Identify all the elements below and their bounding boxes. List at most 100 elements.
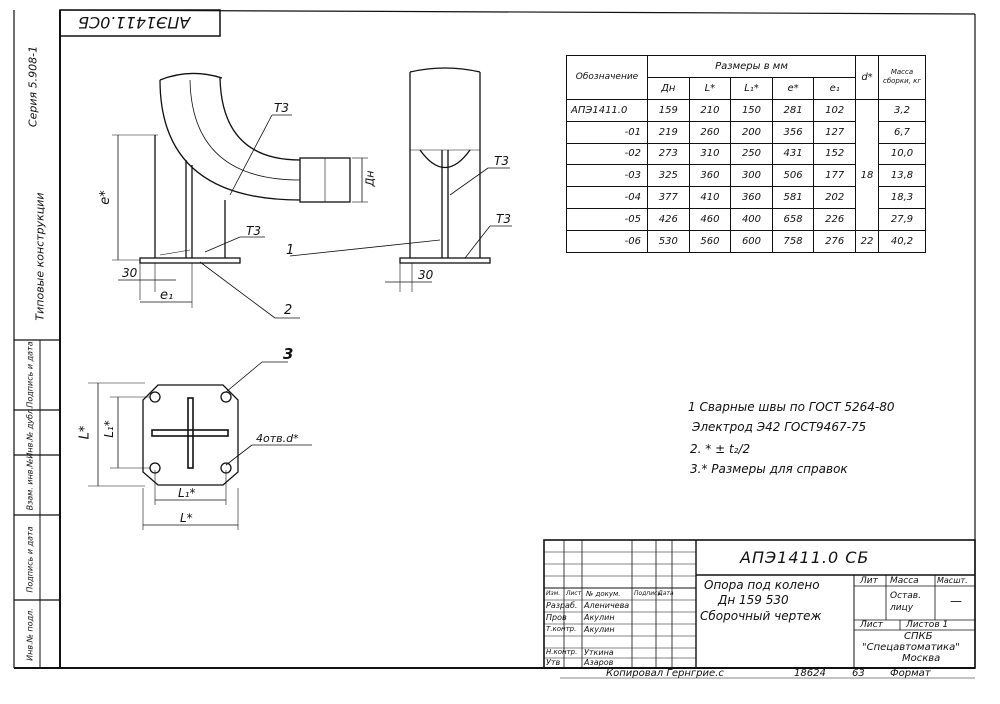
row-mass: 18,3 [878, 186, 926, 210]
row-dn: 159 [647, 98, 690, 122]
row-L: 210 [688, 98, 732, 122]
dim-e1: е₁ [160, 288, 174, 303]
header-dn: Дн [647, 76, 690, 100]
label-t3-side-lower: Т3 [496, 212, 511, 226]
header-e1: е₁ [813, 76, 856, 100]
row-L1: 400 [730, 208, 773, 231]
row-d-merged: 18 [855, 121, 879, 232]
note-1: 1 Сварные швы по ГОСТ 5264-80 [688, 400, 895, 414]
row-dn: 377 [647, 186, 690, 210]
row-e: 356 [771, 120, 815, 144]
header-designation: Обозначение [566, 55, 648, 100]
row-dn: 530 [647, 230, 690, 253]
header-d: d* [855, 55, 879, 100]
row-mass: 3,2 [878, 98, 926, 122]
role-utv: Утв [546, 658, 561, 667]
row-L1: 150 [730, 98, 773, 122]
header-group: Размеры в мм [647, 55, 856, 78]
footer-number: 18624 [794, 668, 826, 679]
table-row: -03 325 360 300 506 177 13,8 [566, 164, 926, 188]
row-L: 560 [688, 230, 732, 253]
row-designation: -04 [566, 186, 648, 210]
row-designation: -05 [566, 208, 648, 231]
row-mass: 10,0 [878, 142, 926, 166]
dimensions-table: Обозначение Размеры в мм d* Масса сборки… [566, 55, 926, 253]
position-2: 2 [284, 303, 293, 318]
tb-header-doc: № докум. [586, 590, 621, 598]
side-view [289, 67, 512, 292]
row-L1: 300 [730, 164, 773, 188]
dim-L-star-horizontal: L* [180, 511, 193, 525]
row-dn: 273 [647, 142, 690, 166]
row-d-last: 22 [855, 230, 879, 253]
note-2: 2. * ± t₂/2 [690, 442, 751, 456]
title-name-3: Сборочный чертеж [700, 609, 822, 623]
row-e1: 226 [813, 208, 856, 231]
row-e1: 102 [813, 98, 856, 122]
footer-sheet-no: 63 [852, 668, 865, 679]
row-L: 460 [688, 208, 732, 231]
dim-e-star: е* [97, 190, 113, 205]
row-designation: -01 [566, 120, 648, 144]
tb-header-sign: Подпись [634, 590, 661, 597]
row-L1: 600 [730, 230, 773, 253]
title-name-2: Дн 159 530 [718, 593, 789, 607]
role-nkontr: Н.контр. [546, 648, 578, 656]
row-L: 260 [688, 120, 732, 144]
tb-sheet: Лист [860, 620, 883, 630]
tb-header-list: Лист [566, 590, 582, 597]
dim-30-side: 30 [418, 268, 434, 282]
stamp-cell-vzam: Взам. инв.№ [25, 458, 35, 511]
row-L1: 200 [730, 120, 773, 144]
series-label: Серия 5.908-1 [26, 45, 40, 128]
row-designation: -02 [566, 142, 648, 166]
front-view [112, 72, 368, 319]
header-mass: Масса сборки, кг [878, 55, 926, 100]
row-designation: -06 [566, 230, 648, 253]
role-prov: Пров [546, 613, 567, 622]
label-t3-base: Т3 [246, 224, 261, 238]
row-designation: АПЭ1411.0 [566, 98, 648, 122]
table-row: -06 530 560 600 758 276 22 40,2 [566, 230, 926, 253]
tb-sheets: Листов 1 [906, 620, 949, 630]
row-e1: 152 [813, 142, 856, 166]
tb-header-izm: Изм. [546, 590, 561, 597]
type-label: Типовые конструкции [33, 192, 47, 321]
tb-header-date: Дата [658, 590, 674, 597]
row-L: 360 [688, 164, 732, 188]
header-e: е* [771, 76, 815, 100]
stamp-cell-signature-2: Подпись и дата [25, 526, 35, 593]
table-row: -01 219 260 200 356 127 18 6,7 [566, 120, 926, 232]
note-3: 3.* Размеры для справок [690, 462, 848, 476]
row-L: 410 [688, 186, 732, 210]
title-code: АПЭ1411.0 СБ [740, 548, 870, 567]
row-L1: 250 [730, 142, 773, 166]
row-L: 310 [688, 142, 732, 166]
row-e1: 177 [813, 164, 856, 188]
row-dn: 219 [647, 120, 690, 144]
name-tkontr: Акулин [584, 625, 615, 634]
tb-org-2: "Спецавтоматика" [862, 642, 960, 653]
title-block-grid [543, 539, 976, 669]
dim-30-front: 30 [122, 266, 138, 280]
tb-scale-value: — [950, 594, 962, 608]
table-row: -02 273 310 250 431 152 10,0 [566, 142, 926, 166]
role-tkontr: Т.контр. [546, 625, 577, 633]
row-designation: -03 [566, 164, 648, 188]
dim-dn: Дн [363, 170, 377, 187]
position-1: 1 [286, 243, 295, 258]
table-row: -04 377 410 360 581 202 18,3 [566, 186, 926, 210]
label-t3-side-upper: Т3 [494, 154, 509, 168]
label-t3-top: Т3 [274, 101, 289, 115]
table-row: -05 426 460 400 658 226 27,9 [566, 208, 926, 231]
role-razrab: Разраб. [546, 601, 578, 610]
header-L1: L₁* [730, 76, 773, 100]
note-1b: Электрод Э42 ГОСТ9467-75 [692, 420, 867, 434]
holes-label: 4отв.d* [256, 432, 299, 445]
row-e1: 276 [813, 230, 856, 253]
stamp-code: АПЭ1411.0СБ [78, 13, 191, 32]
tb-org-1: СПКБ [904, 631, 933, 642]
tb-mass: Масса [890, 576, 919, 586]
footer-copied: Копировал Гернгрие.с [606, 668, 724, 679]
